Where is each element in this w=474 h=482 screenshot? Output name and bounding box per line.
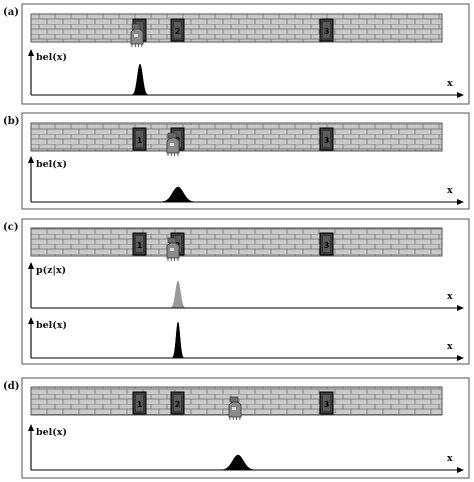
x-axis-label: x	[447, 341, 453, 352]
x-axis-label: x	[447, 185, 453, 196]
door-number: 2	[175, 27, 181, 36]
y-axis-label: bel(x)	[36, 320, 67, 331]
panel-d: (d) 1 2 3 bel(x) x	[3, 377, 470, 479]
door-number: 3	[324, 136, 330, 145]
belief-plot: bel(x) x	[28, 317, 464, 361]
door-icon: 3	[319, 18, 334, 42]
x-axis-arrow	[457, 199, 464, 205]
x-axis-arrow	[457, 92, 464, 98]
door-icon: 3	[319, 127, 334, 151]
door-panel	[323, 22, 330, 38]
door-panel	[323, 131, 330, 147]
door-number: 3	[324, 400, 330, 409]
panel-label: (a)	[3, 7, 19, 18]
robot-head	[167, 132, 177, 139]
door-icon: 2	[170, 18, 185, 42]
x-axis-label: x	[447, 291, 453, 302]
robot-icon	[166, 132, 180, 156]
robot-window	[170, 143, 174, 146]
robot-window	[170, 248, 174, 251]
door-panel	[323, 236, 330, 252]
door-icon: 2	[170, 391, 185, 415]
robot-window	[232, 407, 236, 410]
robot-head	[229, 396, 239, 403]
door-panel	[136, 395, 143, 411]
door-panel	[174, 395, 181, 411]
belief-plot: bel(x) x	[28, 49, 464, 98]
door-number: 1	[137, 400, 143, 409]
brick-wall	[30, 122, 443, 152]
y-axis-label: bel(x)	[36, 52, 67, 63]
robot-window	[134, 34, 138, 37]
door-number: 2	[175, 400, 181, 409]
y-axis-arrow	[28, 262, 34, 269]
panel-label: (c)	[3, 222, 19, 233]
panel-label: (b)	[3, 116, 19, 127]
robot-icon	[166, 237, 180, 261]
door-number: 3	[324, 241, 330, 250]
panel-label: (d)	[3, 381, 19, 392]
x-axis-arrow	[457, 355, 464, 361]
robot-head	[167, 237, 177, 244]
belief-plot: bel(x) x	[28, 156, 464, 205]
door-panel	[174, 22, 181, 38]
door-panel	[136, 236, 143, 252]
y-axis-label: bel(x)	[36, 159, 67, 170]
x-axis-arrow	[457, 305, 464, 311]
door-number: 1	[137, 136, 143, 145]
y-axis-label: bel(x)	[36, 427, 67, 438]
door-icon: 1	[132, 232, 147, 256]
x-axis-arrow	[457, 467, 464, 473]
door-number: 1	[137, 241, 143, 250]
door-panel	[323, 395, 330, 411]
y-axis-arrow	[28, 317, 34, 324]
y-axis-arrow	[28, 424, 34, 431]
door-icon: 3	[319, 232, 334, 256]
robot-head	[131, 23, 141, 30]
y-axis-arrow	[28, 49, 34, 56]
robot-icon	[130, 23, 144, 47]
robot-icon	[228, 396, 242, 420]
door-icon: 3	[319, 391, 334, 415]
brick-wall	[30, 13, 443, 43]
x-axis-label: x	[447, 453, 453, 464]
door-number: 3	[324, 27, 330, 36]
x-axis-label: x	[447, 78, 453, 89]
door-icon: 1	[132, 391, 147, 415]
y-axis-arrow	[28, 156, 34, 163]
brick-wall	[30, 227, 443, 257]
belief-plot: p(z|x) x	[28, 262, 464, 311]
door-icon: 1	[132, 127, 147, 151]
y-axis-label: p(z|x)	[36, 265, 66, 276]
door-panel	[136, 131, 143, 147]
belief-plot: bel(x) x	[28, 424, 464, 473]
